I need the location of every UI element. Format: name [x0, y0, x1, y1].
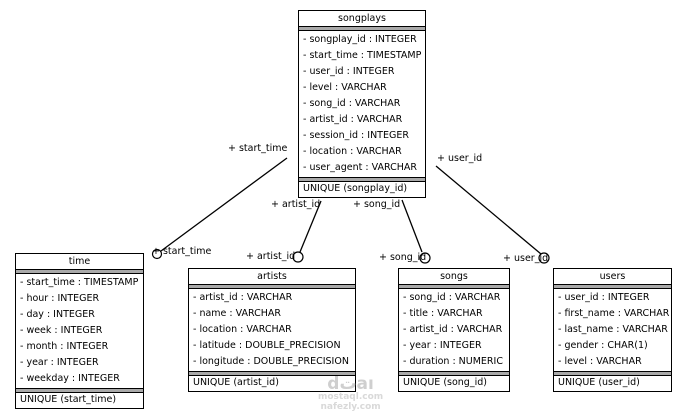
attribute: - session_id : INTEGER	[303, 130, 409, 141]
attribute: - name : VARCHAR	[193, 308, 282, 319]
divider	[554, 371, 671, 376]
attribute: - user_agent : VARCHAR	[303, 162, 417, 173]
entity-title: time	[16, 254, 143, 270]
divider	[399, 285, 509, 289]
watermark: dتaı mostaql.com nafezly.com	[318, 374, 384, 413]
attribute-list: - songplay_id : INTEGER - start_time : T…	[299, 31, 425, 177]
attribute: - location : VARCHAR	[193, 324, 292, 335]
attribute: - day : INTEGER	[20, 309, 95, 320]
role-label-start-time-source: + start_time	[228, 143, 288, 154]
link-song-id-end-circle	[419, 252, 431, 264]
attribute-list: - start_time : TIMESTAMP - hour : INTEGE…	[16, 274, 143, 388]
divider	[16, 388, 143, 393]
unique-constraint: UNIQUE (start_time)	[20, 394, 117, 405]
attribute: - title : VARCHAR	[403, 308, 483, 319]
entity-songplays[interactable]: songplays - songplay_id : INTEGER - star…	[298, 10, 426, 198]
entity-time[interactable]: time - start_time : TIMESTAMP - hour : I…	[15, 253, 144, 409]
unique-constraint: UNIQUE (songplay_id)	[303, 183, 408, 194]
role-label-start-time-target: + start_time	[152, 246, 212, 257]
attribute: - user_id : INTEGER	[558, 292, 650, 303]
link-start-time[interactable]	[160, 157, 288, 252]
role-label-user-id-target: + user_id	[503, 253, 549, 264]
divider	[299, 177, 425, 182]
attribute: - longitude : DOUBLE_PRECISION	[193, 356, 349, 367]
attribute: - start_time : TIMESTAMP	[303, 50, 422, 61]
entity-title: users	[554, 269, 671, 285]
role-label-user-id-source: + user_id	[437, 153, 483, 164]
role-label-artist-id-target: + artist_id	[246, 251, 296, 262]
attribute: - songplay_id : INTEGER	[303, 34, 417, 45]
role-label-artist-id-source: + artist_id	[271, 199, 321, 210]
attribute: - hour : INTEGER	[20, 293, 100, 304]
attribute: - latitude : DOUBLE_PRECISION	[193, 340, 341, 351]
attribute: - level : VARCHAR	[558, 356, 642, 367]
divider	[554, 285, 671, 289]
attribute: - last_name : VARCHAR	[558, 324, 668, 335]
attribute: - level : VARCHAR	[303, 82, 387, 93]
entity-artists[interactable]: artists - artist_id : VARCHAR - name : V…	[188, 268, 356, 392]
role-label-song-id-source: + song_id	[353, 199, 401, 210]
entity-users[interactable]: users - user_id : INTEGER - first_name :…	[553, 268, 672, 392]
unique-constraint: UNIQUE (user_id)	[558, 377, 640, 388]
link-user-id-end-circle	[538, 252, 550, 264]
attribute: - week : INTEGER	[20, 325, 103, 336]
divider	[16, 270, 143, 274]
attribute: - artist_id : VARCHAR	[303, 114, 403, 125]
watermark-line-2: nafezly.com	[320, 402, 381, 412]
attribute: - artist_id : VARCHAR	[193, 292, 293, 303]
attribute: - song_id : VARCHAR	[303, 98, 401, 109]
attribute: - artist_id : VARCHAR	[403, 324, 503, 335]
divider	[399, 371, 509, 376]
link-start-time-end-circle	[151, 248, 163, 260]
entity-title: songs	[399, 269, 509, 285]
attribute: - year : INTEGER	[20, 357, 99, 368]
attribute-list: - song_id : VARCHAR - title : VARCHAR - …	[399, 289, 509, 371]
attribute-list: - artist_id : VARCHAR - name : VARCHAR -…	[189, 289, 355, 371]
attribute: - weekday : INTEGER	[20, 373, 120, 384]
attribute-list: - user_id : INTEGER - first_name : VARCH…	[554, 289, 671, 371]
link-artist-id-end-circle	[292, 251, 304, 263]
unique-constraint: UNIQUE (artist_id)	[193, 377, 279, 388]
unique-constraint: UNIQUE (song_id)	[403, 377, 487, 388]
link-song-id[interactable]	[401, 199, 423, 253]
attribute: - first_name : VARCHAR	[558, 308, 670, 319]
watermark-logo: dتaı	[327, 374, 374, 394]
entity-songs[interactable]: songs - song_id : VARCHAR - title : VARC…	[398, 268, 510, 392]
link-artist-id[interactable]	[299, 200, 322, 253]
divider	[299, 27, 425, 31]
attribute: - year : INTEGER	[403, 340, 482, 351]
divider	[189, 371, 355, 376]
attribute: - song_id : VARCHAR	[403, 292, 501, 303]
entity-title: artists	[189, 269, 355, 285]
attribute: - gender : CHAR(1)	[558, 340, 648, 351]
attribute: - start_time : TIMESTAMP	[20, 277, 139, 288]
attribute: - location : VARCHAR	[303, 146, 402, 157]
entity-title: songplays	[299, 11, 425, 27]
attribute: - user_id : INTEGER	[303, 66, 395, 77]
attribute: - duration : NUMERIC	[403, 356, 503, 367]
link-user-id[interactable]	[435, 165, 542, 255]
attribute: - month : INTEGER	[20, 341, 109, 352]
divider	[189, 285, 355, 289]
role-label-song-id-target: + song_id	[379, 252, 427, 263]
watermark-line-1: mostaql.com	[318, 392, 384, 402]
